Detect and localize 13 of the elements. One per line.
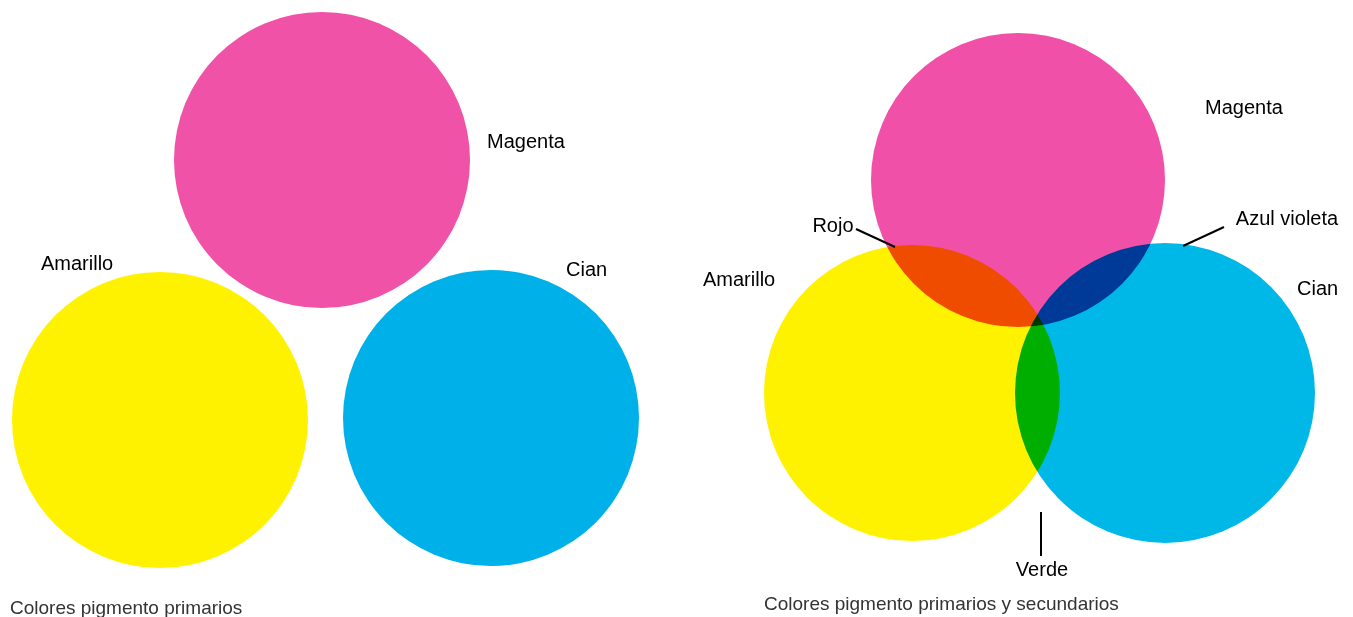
region-label: Verde (1012, 556, 1072, 582)
color-label: Cian (566, 257, 608, 282)
caption: Colores pigmento primarios y secundarios (764, 592, 1119, 616)
color-label: Magenta (1205, 95, 1283, 120)
region-label: Rojo (808, 212, 858, 238)
region-label: Azul violeta (1226, 205, 1348, 231)
leader-line (855, 228, 896, 248)
color-label: Amarillo (41, 251, 114, 276)
color-label: Magenta (487, 129, 565, 154)
leader-line (1182, 226, 1225, 247)
leader-line (1040, 511, 1042, 557)
color-label: Cian (1297, 276, 1339, 301)
color-label: Amarillo (703, 267, 776, 292)
